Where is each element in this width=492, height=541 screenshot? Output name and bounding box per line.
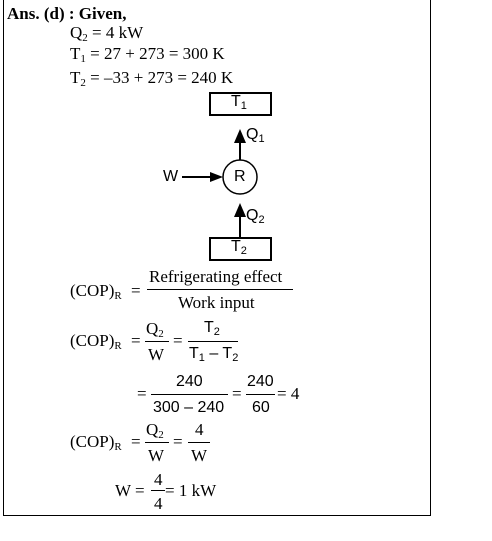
- hot-reservoir-subscript: 1: [240, 100, 247, 112]
- eq2-denominator-1: W: [148, 345, 165, 364]
- eq2-den2-t1-symbol: T: [189, 345, 199, 362]
- eq2-fraction-bar-1: [145, 341, 169, 342]
- q2-label: Q2: [246, 207, 265, 226]
- eq5-fraction-bar: [151, 490, 165, 491]
- cold-reservoir-box: [209, 237, 272, 261]
- eq2-den2-t2-symbol: T: [222, 345, 233, 362]
- eq4-num1-subscript: 2: [158, 429, 164, 441]
- eq4-equals-2: =: [173, 432, 183, 451]
- given-t1-symbol: T: [70, 44, 81, 63]
- cold-reservoir-subscript: 2: [240, 245, 247, 257]
- eq2-num2-symbol: T: [204, 319, 214, 336]
- q2-subscript: 2: [258, 214, 265, 226]
- eq3-fraction-bar-2: [246, 394, 275, 395]
- eq5-lhs: W =: [115, 481, 145, 500]
- eq4-denominator-1: W: [148, 446, 165, 465]
- hot-reservoir-symbol: T: [231, 93, 241, 110]
- q1-subscript: 1: [258, 133, 265, 145]
- q1-symbol: Q: [246, 126, 259, 143]
- eq2-lhs: (COP)R: [70, 331, 122, 352]
- eq2-den2-t2-subscript: 2: [232, 352, 239, 364]
- answer-frame: [3, 0, 431, 516]
- given-t1-subscript: 1: [80, 53, 86, 65]
- eq1-denominator: Work input: [178, 293, 255, 312]
- machine-circle: [222, 159, 258, 195]
- eq2-den2-t1-subscript: 1: [198, 352, 205, 364]
- given-q2-subscript: 2: [82, 32, 88, 44]
- eq2-equals-2: =: [173, 331, 183, 350]
- eq2-num1-symbol: Q: [146, 319, 159, 338]
- eq4-numerator-2: 4: [195, 420, 204, 439]
- eq2-den2-minus: –: [204, 345, 223, 362]
- given-t2: T2 = –33 + 273 = 240 K: [70, 68, 234, 89]
- eq1-lhs: (COP)R: [70, 281, 122, 302]
- given-t2-symbol: T: [70, 68, 81, 87]
- eq3-numerator-2: 240: [247, 373, 274, 390]
- given-t2-subscript: 2: [80, 77, 86, 89]
- eq5-result: = 1 kW: [165, 481, 217, 500]
- eq2-numerator-1: Q2: [146, 319, 164, 340]
- given-t1-value: = 27 + 273 = 300 K: [85, 44, 225, 63]
- work-label: W: [163, 168, 179, 185]
- eq1-equals: =: [131, 281, 141, 300]
- eq2-num2-subscript: 2: [213, 326, 220, 338]
- eq3-result: = 4: [277, 384, 300, 403]
- eq1-fraction-bar: [147, 289, 293, 290]
- eq1-cop-subscript: R: [114, 290, 122, 302]
- eq4-numerator-1: Q2: [146, 420, 164, 441]
- given-q2-value: = 4 kW: [87, 23, 144, 42]
- eq3-numerator-1: 240: [176, 373, 203, 390]
- eq3-equals-2: =: [232, 384, 242, 403]
- eq2-cop-subscript: R: [114, 340, 122, 352]
- eq3-equals-1: =: [137, 384, 147, 403]
- eq2-equals-1: =: [131, 331, 141, 350]
- eq1-cop: (COP): [70, 281, 115, 300]
- q1-label: Q1: [246, 126, 265, 145]
- given-q2: Q2 = 4 kW: [70, 23, 144, 44]
- eq2-denominator-2: T1 – T2: [189, 345, 239, 364]
- machine-label: R: [234, 168, 246, 185]
- answer-heading: Ans. (d) : Given,: [7, 4, 127, 23]
- q2-symbol: Q: [246, 207, 259, 224]
- eq4-equals-1: =: [131, 432, 141, 451]
- eq4-cop-subscript: R: [114, 441, 122, 453]
- eq5-denominator: 4: [154, 494, 163, 513]
- eq2-fraction-bar-2: [188, 341, 238, 342]
- eq5-numerator: 4: [154, 470, 163, 489]
- q1-arrow-head: [234, 129, 246, 143]
- eq4-fraction-bar-2: [188, 442, 210, 443]
- given-t2-value: = –33 + 273 = 240 K: [85, 68, 234, 87]
- work-arrow-head: [210, 172, 223, 182]
- given-t1: T1 = 27 + 273 = 300 K: [70, 44, 225, 65]
- eq3-fraction-bar-1: [151, 394, 228, 395]
- cold-reservoir-label: T2: [231, 238, 247, 257]
- eq3-denominator-2: 60: [252, 399, 270, 416]
- eq2-num1-subscript: 2: [158, 328, 164, 340]
- eq2-numerator-2: T2: [204, 319, 220, 338]
- eq4-cop: (COP): [70, 432, 115, 451]
- q2-arrow-head: [234, 203, 246, 217]
- eq4-denominator-2: W: [191, 446, 208, 465]
- eq2-cop: (COP): [70, 331, 115, 350]
- eq1-numerator: Refrigerating effect: [149, 267, 283, 286]
- given-q2-symbol: Q: [70, 23, 83, 42]
- eq4-num1-symbol: Q: [146, 420, 159, 439]
- hot-reservoir-label: T1: [231, 93, 247, 112]
- eq4-lhs: (COP)R: [70, 432, 122, 453]
- hot-reservoir-box: [209, 92, 272, 116]
- eq3-denominator-1: 300 – 240: [153, 399, 225, 416]
- eq4-fraction-bar-1: [145, 442, 169, 443]
- cold-reservoir-symbol: T: [231, 238, 241, 255]
